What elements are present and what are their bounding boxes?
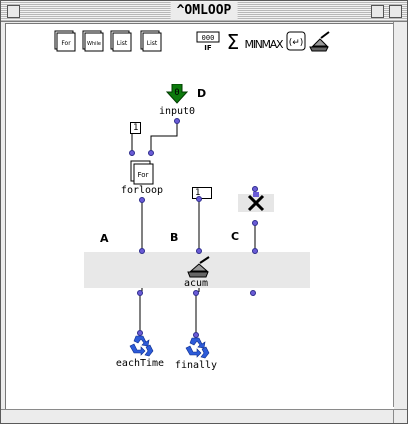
input-outlet[interactable] [174,118,180,124]
svg-text:000: 000 [202,34,215,42]
list-tool-icon[interactable]: List [110,30,132,52]
finally-inlet[interactable] [193,332,199,338]
input-label: input0 [158,106,196,117]
forloop-outlet[interactable] [139,197,145,203]
acum-outlet-2[interactable] [193,290,199,296]
while-text: While [87,41,101,47]
horizontal-scrollbar[interactable] [1,409,394,423]
svg-text:IF: IF [204,44,212,52]
svg-text:(↵): (↵) [289,38,304,48]
forloop-inlet-2[interactable] [148,150,154,156]
return-icon[interactable]: (↵) [286,30,306,52]
forloop-label: forloop [120,185,164,196]
vertical-scrollbar[interactable] [393,22,407,407]
finally-label: finally [174,360,218,371]
title-bar[interactable]: ^OMLOOP [1,1,407,22]
forloop-number-box[interactable]: 1 [130,122,142,134]
list-text-1: List [117,40,128,47]
accum-tool-icon[interactable] [308,30,332,52]
eachtime-label: eachTime [115,358,165,369]
letter-b: B [170,231,179,244]
acum-label: acum [183,278,209,289]
letter-a: A [100,232,109,245]
number-box-b[interactable]: 1 [192,187,212,199]
patch-canvas[interactable]: For While List List 000 IF Σ MINMAX (↵) [5,23,394,420]
acum-inlet-c[interactable] [252,248,258,254]
input-arrow-icon[interactable] [166,84,188,104]
list-text-2: List [147,40,158,47]
minmax-icon[interactable]: MINMAX [244,30,284,52]
acum-outlet-1[interactable] [137,290,143,296]
svg-text:Σ: Σ [227,30,240,52]
acum-inlet-a[interactable] [139,248,145,254]
number-box-b-outlet[interactable] [196,196,202,202]
box-c-outlet[interactable] [252,220,258,226]
collapse-box-icon[interactable] [389,5,402,18]
sum-icon[interactable]: Σ [224,30,242,52]
input-value: 0 [174,88,180,98]
zoom-box-icon[interactable] [371,5,384,18]
if-tool-icon[interactable]: 000 IF [196,30,220,52]
acum-outlet-3[interactable] [250,290,256,296]
resize-handle-icon[interactable] [393,409,407,423]
box-c-inlet[interactable] [252,186,258,192]
close-box-icon[interactable] [7,5,20,18]
close-x-icon[interactable] [246,192,266,214]
forloop-icon[interactable]: For [130,160,154,186]
acum-icon[interactable] [186,256,212,278]
finally-recycle-icon[interactable] [182,336,210,360]
svg-text:For: For [138,171,149,179]
eachtime-inlet[interactable] [137,330,143,336]
input-letter: D [197,87,207,100]
letter-c: C [231,230,240,243]
wire-input-to-forloop [150,121,178,156]
acum-inlet-b[interactable] [196,248,202,254]
eachtime-recycle-icon[interactable] [126,334,154,358]
list-tool-2-icon[interactable]: List [140,30,162,52]
svg-text:MINMAX: MINMAX [245,38,284,51]
forloop-inlet-1[interactable] [129,150,135,156]
for-text: For [61,40,71,47]
for-loop-tool-icon[interactable]: For [54,30,76,52]
while-loop-tool-icon[interactable]: While [82,30,104,52]
window-title: ^OMLOOP [170,2,238,20]
